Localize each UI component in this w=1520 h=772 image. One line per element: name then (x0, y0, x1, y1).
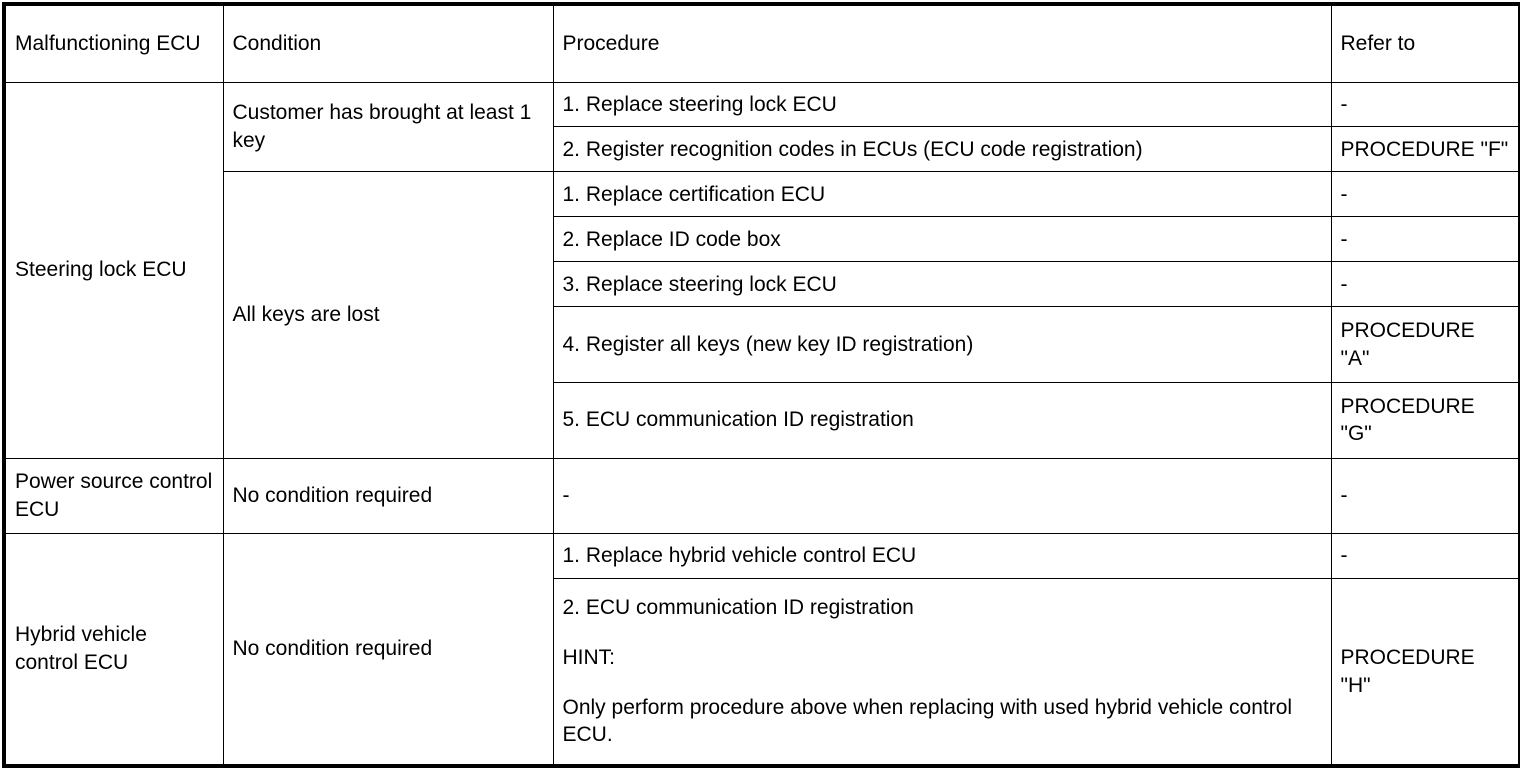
cell-refer-to: - (1330, 81, 1520, 128)
cell-refer-to: - (1330, 216, 1520, 263)
cell-refer-to: - (1330, 457, 1520, 535)
table-row: 2. ECU communication ID registration HIN… (4, 578, 1520, 767)
table-row: 3. Replace steering lock ECU - (4, 261, 1520, 308)
cell-condition: Customer has brought at least 1 key (222, 81, 554, 173)
table-row: All keys are lost 1. Replace certificati… (4, 171, 1520, 459)
cell-procedure: 2. Replace ID code box (552, 216, 1332, 263)
cell-procedure: 1. Replace steering lock ECU (552, 81, 1332, 128)
cell-procedure: 5. ECU communication ID registration (552, 382, 1332, 459)
table-body: Steering lock ECU Customer has brought a… (3, 81, 1520, 767)
cell-procedure: 4. Register all keys (new key ID registr… (552, 306, 1332, 384)
cell-refer-to: PROCEDURE "G" (1330, 382, 1520, 459)
column-header-malfunctioning-ecu: Malfunctioning ECU (3, 3, 224, 83)
cell-condition: No condition required (222, 533, 554, 767)
column-header-refer-to: Refer to (1330, 3, 1520, 83)
table-row: 5. ECU communication ID registration PRO… (4, 382, 1520, 459)
cell-procedure: 2. Register recognition codes in ECUs (E… (552, 126, 1332, 173)
cell-procedure: 1. Replace hybrid vehicle control ECU (552, 533, 1332, 580)
procedure-hint-text: Only perform procedure above when replac… (562, 695, 1293, 747)
cell-refer-to: PROCEDURE "F" (1330, 126, 1520, 173)
cell-refer-to: PROCEDURE "A" (1330, 306, 1520, 384)
table-row: Hybrid vehicle control ECU No condition … (3, 533, 1520, 767)
column-header-procedure: Procedure (552, 3, 1332, 83)
cell-procedure: 1. Replace certification ECU (552, 171, 1332, 218)
cell-procedure: - (552, 457, 1332, 535)
procedure-step-text: 2. ECU communication ID registration (562, 596, 914, 620)
cell-condition: All keys are lost (222, 171, 554, 459)
cell-refer-to: - (1330, 533, 1520, 580)
cell-refer-to: - (1330, 261, 1520, 308)
cell-refer-to: - (1330, 171, 1520, 218)
cell-malfunctioning-ecu: Steering lock ECU (3, 81, 224, 459)
procedure-hint-label: HINT: (562, 645, 616, 669)
table-row: Steering lock ECU Customer has brought a… (3, 81, 1520, 459)
cell-procedure: 3. Replace steering lock ECU (552, 261, 1332, 308)
cell-malfunctioning-ecu: Hybrid vehicle control ECU (3, 533, 224, 767)
cell-condition: No condition required (222, 457, 554, 535)
table-row: 2. Register recognition codes in ECUs (E… (4, 126, 1520, 173)
cell-refer-to: PROCEDURE "H" (1330, 578, 1520, 767)
header-row: Malfunctioning ECU Condition Procedure R… (3, 3, 1520, 83)
table-row: 4. Register all keys (new key ID registr… (4, 306, 1520, 384)
cell-procedure-multiline: 2. ECU communication ID registration HIN… (552, 578, 1332, 767)
table-row: Power source control ECU No condition re… (3, 457, 1520, 535)
column-header-condition: Condition (222, 3, 554, 83)
table-header: Malfunctioning ECU Condition Procedure R… (3, 3, 1520, 83)
cell-malfunctioning-ecu: Power source control ECU (3, 457, 224, 535)
